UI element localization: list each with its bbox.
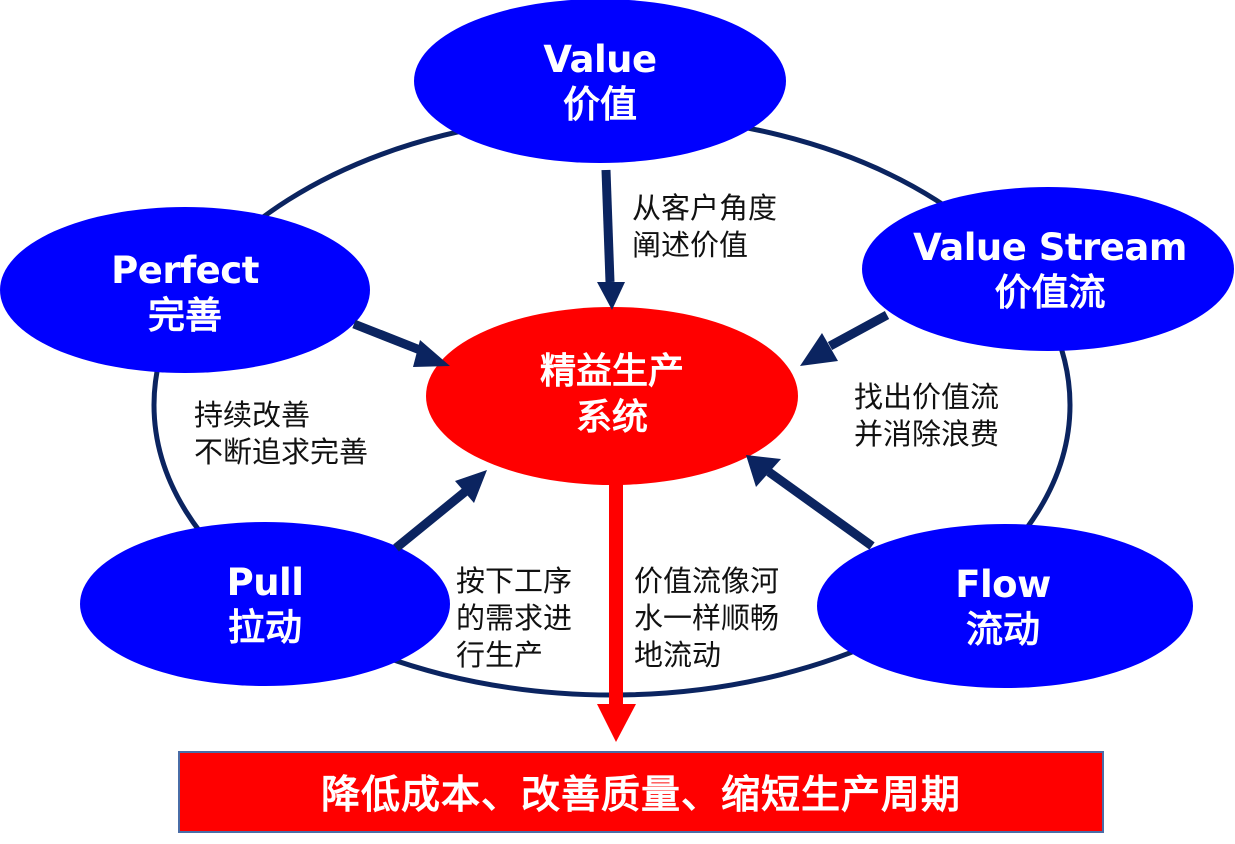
perfect-label-zh: 完善 (148, 294, 222, 337)
center-label-line2: 系统 (575, 397, 648, 438)
arrow-value-stream-to-center (800, 311, 890, 366)
perfect-ellipse (0, 207, 370, 373)
flow-label-zh: 流动 (966, 608, 1040, 651)
perfect-node: Perfect 完善 (30, 243, 340, 343)
note-line: 找出价值流 (854, 380, 1000, 414)
value-stream-node: Value Stream 价值流 (880, 220, 1220, 320)
note-line: 按下工序 (456, 564, 573, 598)
pull-label-en: Pull (226, 560, 304, 604)
note-line: 不断追求完善 (194, 434, 369, 469)
note-line: 地流动 (634, 637, 722, 672)
perfect-label-en: Perfect (111, 248, 259, 292)
value-label-en: Value (543, 37, 657, 81)
value-label-zh: 价值 (563, 83, 637, 126)
arrow-center-to-result (597, 483, 636, 742)
center-ellipse (426, 307, 798, 485)
value-stream-label-en: Value Stream (913, 225, 1187, 269)
note-value-stream: 找出价值流 并消除浪费 (854, 379, 999, 453)
result-box: 降低成本、改善质量、缩短生产周期 (178, 751, 1104, 833)
arrow-flow-to-center (746, 455, 875, 550)
note-value: 从客户角度 阐述价值 (632, 190, 777, 264)
flow-label-en: Flow (955, 562, 1051, 606)
pull-node: Pull 拉动 (110, 555, 420, 655)
value-stream-label-zh: 价值流 (994, 271, 1106, 314)
arrow-value-to-center (597, 169, 625, 310)
flow-node: Flow 流动 (848, 557, 1158, 657)
pull-label-zh: 拉动 (228, 606, 302, 649)
note-perfect: 持续改善 不断追求完善 (194, 397, 368, 471)
note-line: 从客户角度 (632, 191, 778, 225)
value-ellipse (414, 0, 786, 163)
note-line: 水一样顺畅 (634, 600, 780, 635)
note-line: 持续改善 (194, 398, 311, 432)
center-label-line1: 精益生产 (539, 350, 684, 392)
flow-ellipse (817, 524, 1193, 688)
arrow-pull-to-center (393, 470, 487, 552)
note-line: 并消除浪费 (854, 416, 1000, 451)
value-node: Value 价值 (440, 32, 760, 132)
result-label: 降低成本、改善质量、缩短生产周期 (320, 773, 961, 818)
center-node: 精益生产 系统 (462, 345, 762, 445)
value-stream-ellipse (862, 187, 1234, 351)
note-line: 阐述价值 (632, 227, 749, 262)
note-line: 价值流像河 (634, 564, 780, 598)
note-line: 的需求进 (456, 600, 573, 635)
note-pull: 按下工序 的需求进 行生产 (456, 563, 572, 673)
arrow-perfect-to-center (352, 319, 450, 367)
note-line: 行生产 (456, 637, 544, 672)
note-flow: 价值流像河 水一样顺畅 地流动 (634, 563, 779, 673)
pull-ellipse (80, 522, 450, 686)
